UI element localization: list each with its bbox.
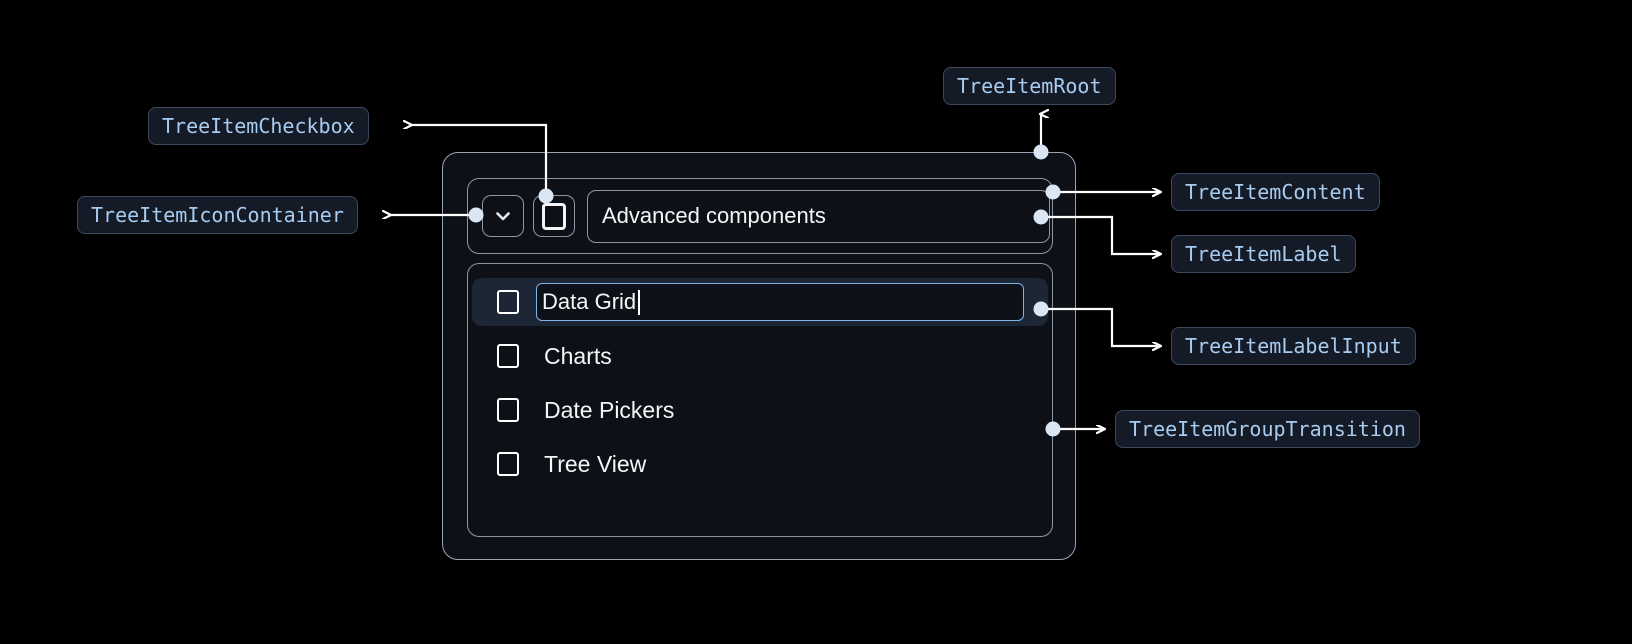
tree-item-content[interactable]: Advanced components [467,178,1053,254]
annotation-label-text: TreeItemGroupTransition [1129,417,1406,441]
annotation-label-text: TreeItemRoot [957,74,1102,98]
annotation-badge-tree-item-group-transition: TreeItemGroupTransition [1115,410,1420,448]
annotation-badge-tree-item-content: TreeItemContent [1171,173,1380,211]
tree-item-checkbox[interactable] [533,195,575,237]
tree-item-checkbox-charts[interactable] [497,344,519,368]
tree-item-label-text: Advanced components [602,203,826,228]
tree-item-label-input[interactable]: Data Grid [536,283,1024,321]
tree-item-label-charts: Charts [544,342,612,369]
tree-item-group-transition: Data Grid Charts Date Pickers Tree View [467,263,1053,537]
tree-item-child-charts[interactable]: Charts [468,332,1052,380]
annotation-badge-tree-item-label-input: TreeItemLabelInput [1171,327,1416,365]
tree-item-label-input-value: Data Grid [542,289,637,314]
checkbox-square-icon [542,202,566,230]
text-caret [638,289,640,315]
tree-item-child-date-pickers[interactable]: Date Pickers [468,386,1052,434]
tree-item-checkbox-tree-view[interactable] [497,452,519,476]
annotation-badge-tree-item-icon-container: TreeItemIconContainer [77,196,358,234]
annotation-label-text: TreeItemContent [1185,180,1366,204]
tree-item-child-data-grid[interactable]: Data Grid [472,278,1048,326]
annotation-label-text: TreeItemIconContainer [91,203,344,227]
tree-item-checkbox-date-pickers[interactable] [497,398,519,422]
tree-item-checkbox-data-grid[interactable] [497,290,519,314]
tree-item-label[interactable]: Advanced components [587,189,1050,243]
annotation-badge-tree-item-label: TreeItemLabel [1171,235,1356,273]
chevron-down-icon [496,212,510,221]
tree-item-root[interactable]: Advanced components Data Grid Charts Dat… [442,152,1076,560]
annotation-badge-tree-item-checkbox: TreeItemCheckbox [148,107,369,145]
annotation-badge-tree-item-root: TreeItemRoot [943,67,1116,105]
tree-item-icon-container[interactable] [482,195,524,237]
tree-item-label-tree-view: Tree View [544,450,647,477]
annotation-label-text: TreeItemLabelInput [1185,334,1402,358]
tree-item-label-date-pickers: Date Pickers [544,396,675,423]
annotation-label-text: TreeItemLabel [1185,242,1342,266]
tree-item-child-tree-view[interactable]: Tree View [468,440,1052,488]
annotation-label-text: TreeItemCheckbox [162,114,355,138]
